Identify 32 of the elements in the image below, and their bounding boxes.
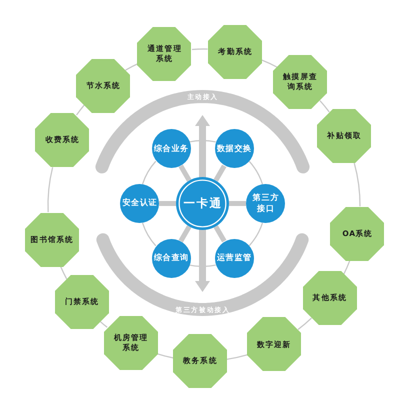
hub-circle: 一卡通 [176, 177, 229, 230]
connector-arc [125, 63, 138, 71]
connector-line [214, 225, 226, 242]
connector-arc [47, 167, 54, 212]
circle-node: 综合查询 [152, 238, 190, 278]
connector-line [178, 164, 192, 182]
connector-arc [60, 266, 68, 280]
connector-arc [261, 59, 278, 68]
connector-arc [248, 160, 264, 184]
connector-arc [226, 354, 248, 360]
connector-arc [343, 260, 350, 275]
connector-arc [298, 318, 312, 330]
connector-line [214, 164, 226, 182]
connector-arc [76, 104, 85, 116]
circle-node: 数据交换 [214, 129, 254, 168]
circle-node: 综合业务 [152, 129, 190, 168]
circle-node: 安全认证 [120, 184, 159, 223]
connector-line [178, 225, 192, 242]
connector-arc [189, 264, 216, 268]
connector-line [229, 201, 246, 206]
connector-line [159, 201, 176, 206]
connector-arc [354, 162, 361, 206]
circle-node: 运营监管 [214, 238, 254, 278]
connector-arc [142, 160, 156, 184]
connector-arc [142, 222, 156, 246]
circle-node: 第三方接口 [246, 184, 285, 223]
connector-arc [100, 321, 108, 328]
connector-arc [192, 48, 208, 50]
connector-arc [319, 100, 330, 112]
connector-arc [248, 222, 264, 246]
connector-arc [156, 353, 174, 358]
connector-arc [189, 140, 216, 143]
